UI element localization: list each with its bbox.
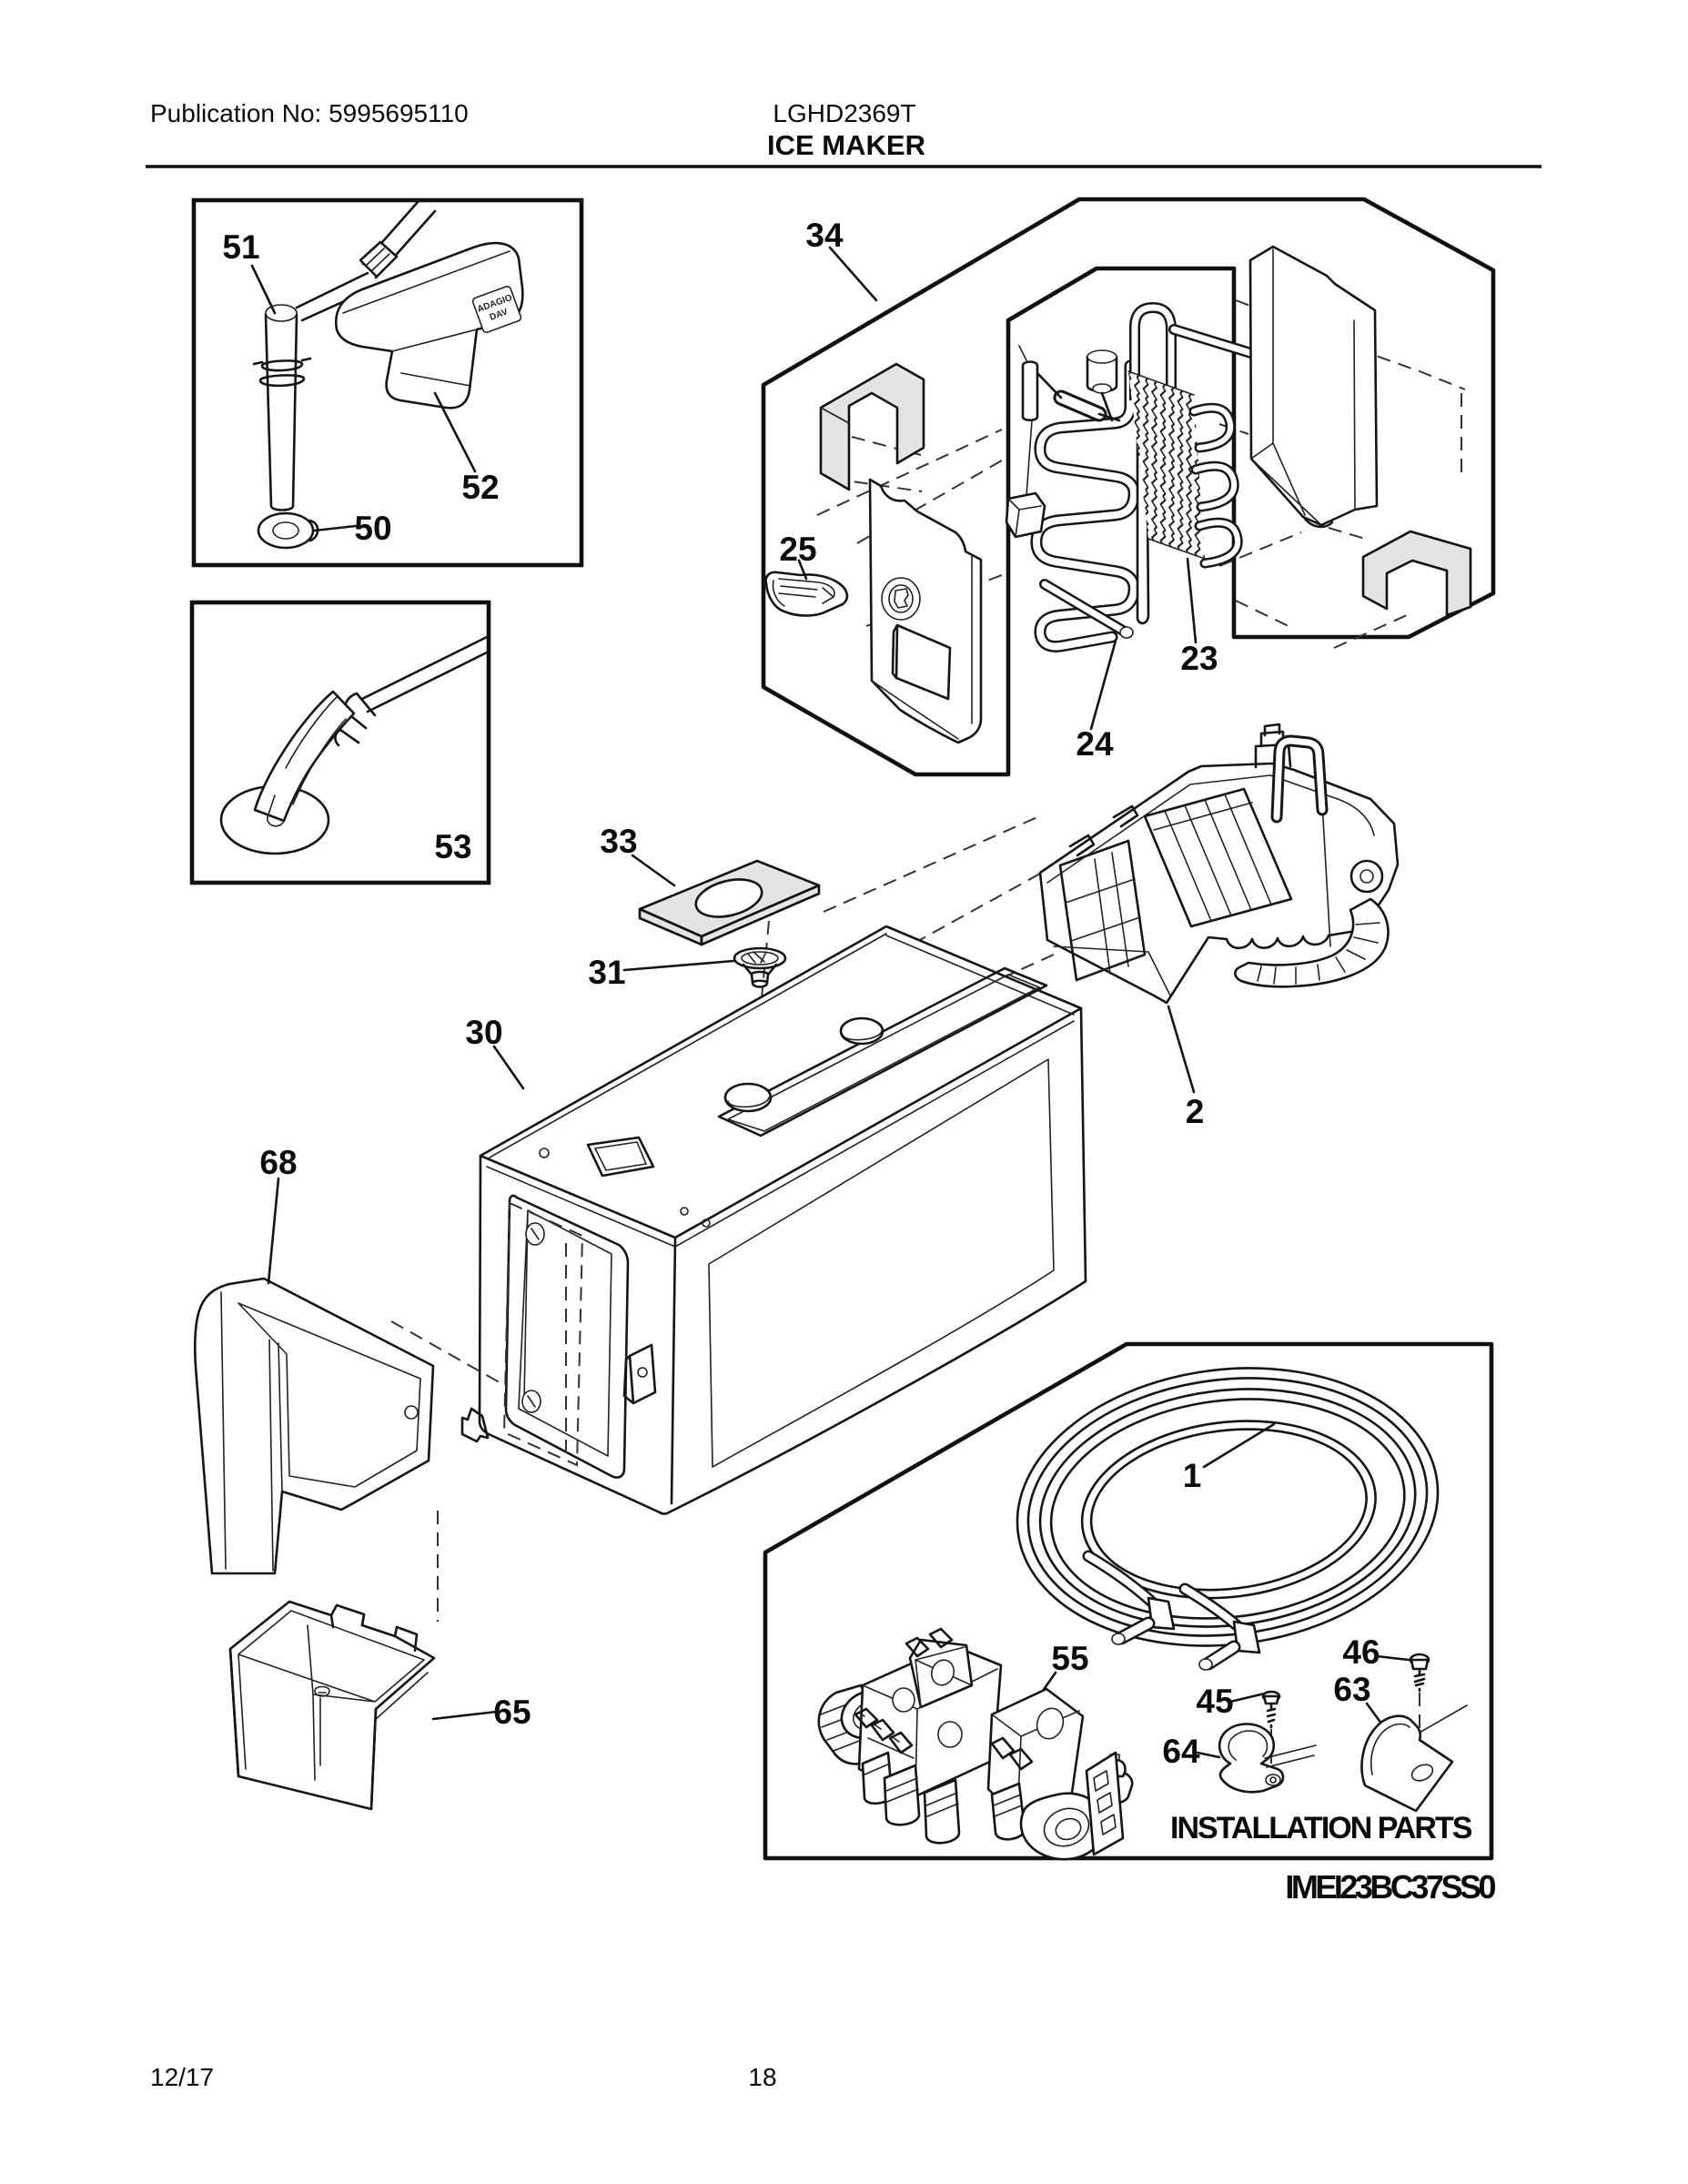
- svg-text:ICE MAKER: ICE MAKER: [767, 129, 925, 161]
- svg-text:1: 1: [1183, 1457, 1202, 1494]
- svg-text:33: 33: [600, 823, 637, 860]
- svg-text:64: 64: [1162, 1733, 1200, 1770]
- svg-text:45: 45: [1196, 1683, 1233, 1720]
- svg-text:52: 52: [461, 469, 499, 506]
- svg-text:2: 2: [1186, 1093, 1205, 1130]
- svg-text:46: 46: [1342, 1633, 1380, 1671]
- svg-text:34: 34: [805, 217, 844, 254]
- svg-text:51: 51: [222, 228, 259, 266]
- svg-text:55: 55: [1051, 1640, 1088, 1677]
- svg-text:53: 53: [434, 828, 471, 865]
- svg-text:24: 24: [1076, 725, 1114, 763]
- svg-text:18: 18: [748, 2063, 776, 2091]
- svg-text:50: 50: [354, 510, 391, 547]
- svg-text:LGHD2369T: LGHD2369T: [773, 99, 915, 127]
- svg-text:31: 31: [588, 954, 625, 991]
- svg-text:68: 68: [259, 1144, 297, 1181]
- svg-text:INSTALLATION PARTS: INSTALLATION PARTS: [1170, 1811, 1472, 1845]
- svg-text:65: 65: [493, 1694, 531, 1731]
- svg-text:25: 25: [779, 531, 816, 568]
- svg-text:23: 23: [1180, 640, 1218, 677]
- svg-text:30: 30: [465, 1014, 502, 1051]
- svg-text:Publication No: 5995695110: Publication No: 5995695110: [150, 99, 469, 127]
- svg-text:IMEI23BC37SS0: IMEI23BC37SS0: [1285, 1868, 1495, 1906]
- svg-text:63: 63: [1333, 1671, 1370, 1708]
- svg-text:12/17: 12/17: [150, 2063, 214, 2091]
